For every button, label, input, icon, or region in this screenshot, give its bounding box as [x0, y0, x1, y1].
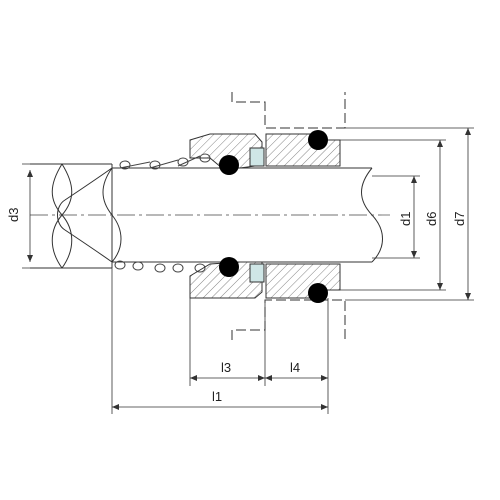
rotating-ring-bottom [189, 261, 265, 299]
dim-d6 [340, 139, 446, 291]
shaft-step [30, 163, 113, 269]
spring-bottom [114, 260, 206, 273]
o-ring-rotor-top [219, 155, 239, 175]
dim-l1 [111, 268, 328, 414]
label-d1: d1 [398, 212, 413, 226]
dim-l4 [265, 298, 329, 414]
dim-d7 [345, 127, 474, 301]
dim-d1 [372, 175, 420, 259]
stationary-seat-top [265, 133, 341, 167]
o-ring-seat-top [308, 130, 328, 150]
o-ring-seat-bottom [308, 283, 328, 303]
label-l3: l3 [221, 360, 231, 375]
label-d3: d3 [6, 208, 21, 222]
label-d6: d6 [424, 212, 439, 226]
dim-d3 [22, 163, 62, 269]
o-ring-rotor-bottom [219, 257, 239, 277]
stationary-seat-bottom [265, 263, 341, 299]
label-l1: l1 [212, 389, 222, 404]
o-rings [219, 130, 328, 303]
label-d7: d7 [452, 212, 467, 226]
label-l4: l4 [290, 360, 300, 375]
dim-l3 [189, 298, 266, 386]
rotating-ring-top [189, 133, 265, 169]
